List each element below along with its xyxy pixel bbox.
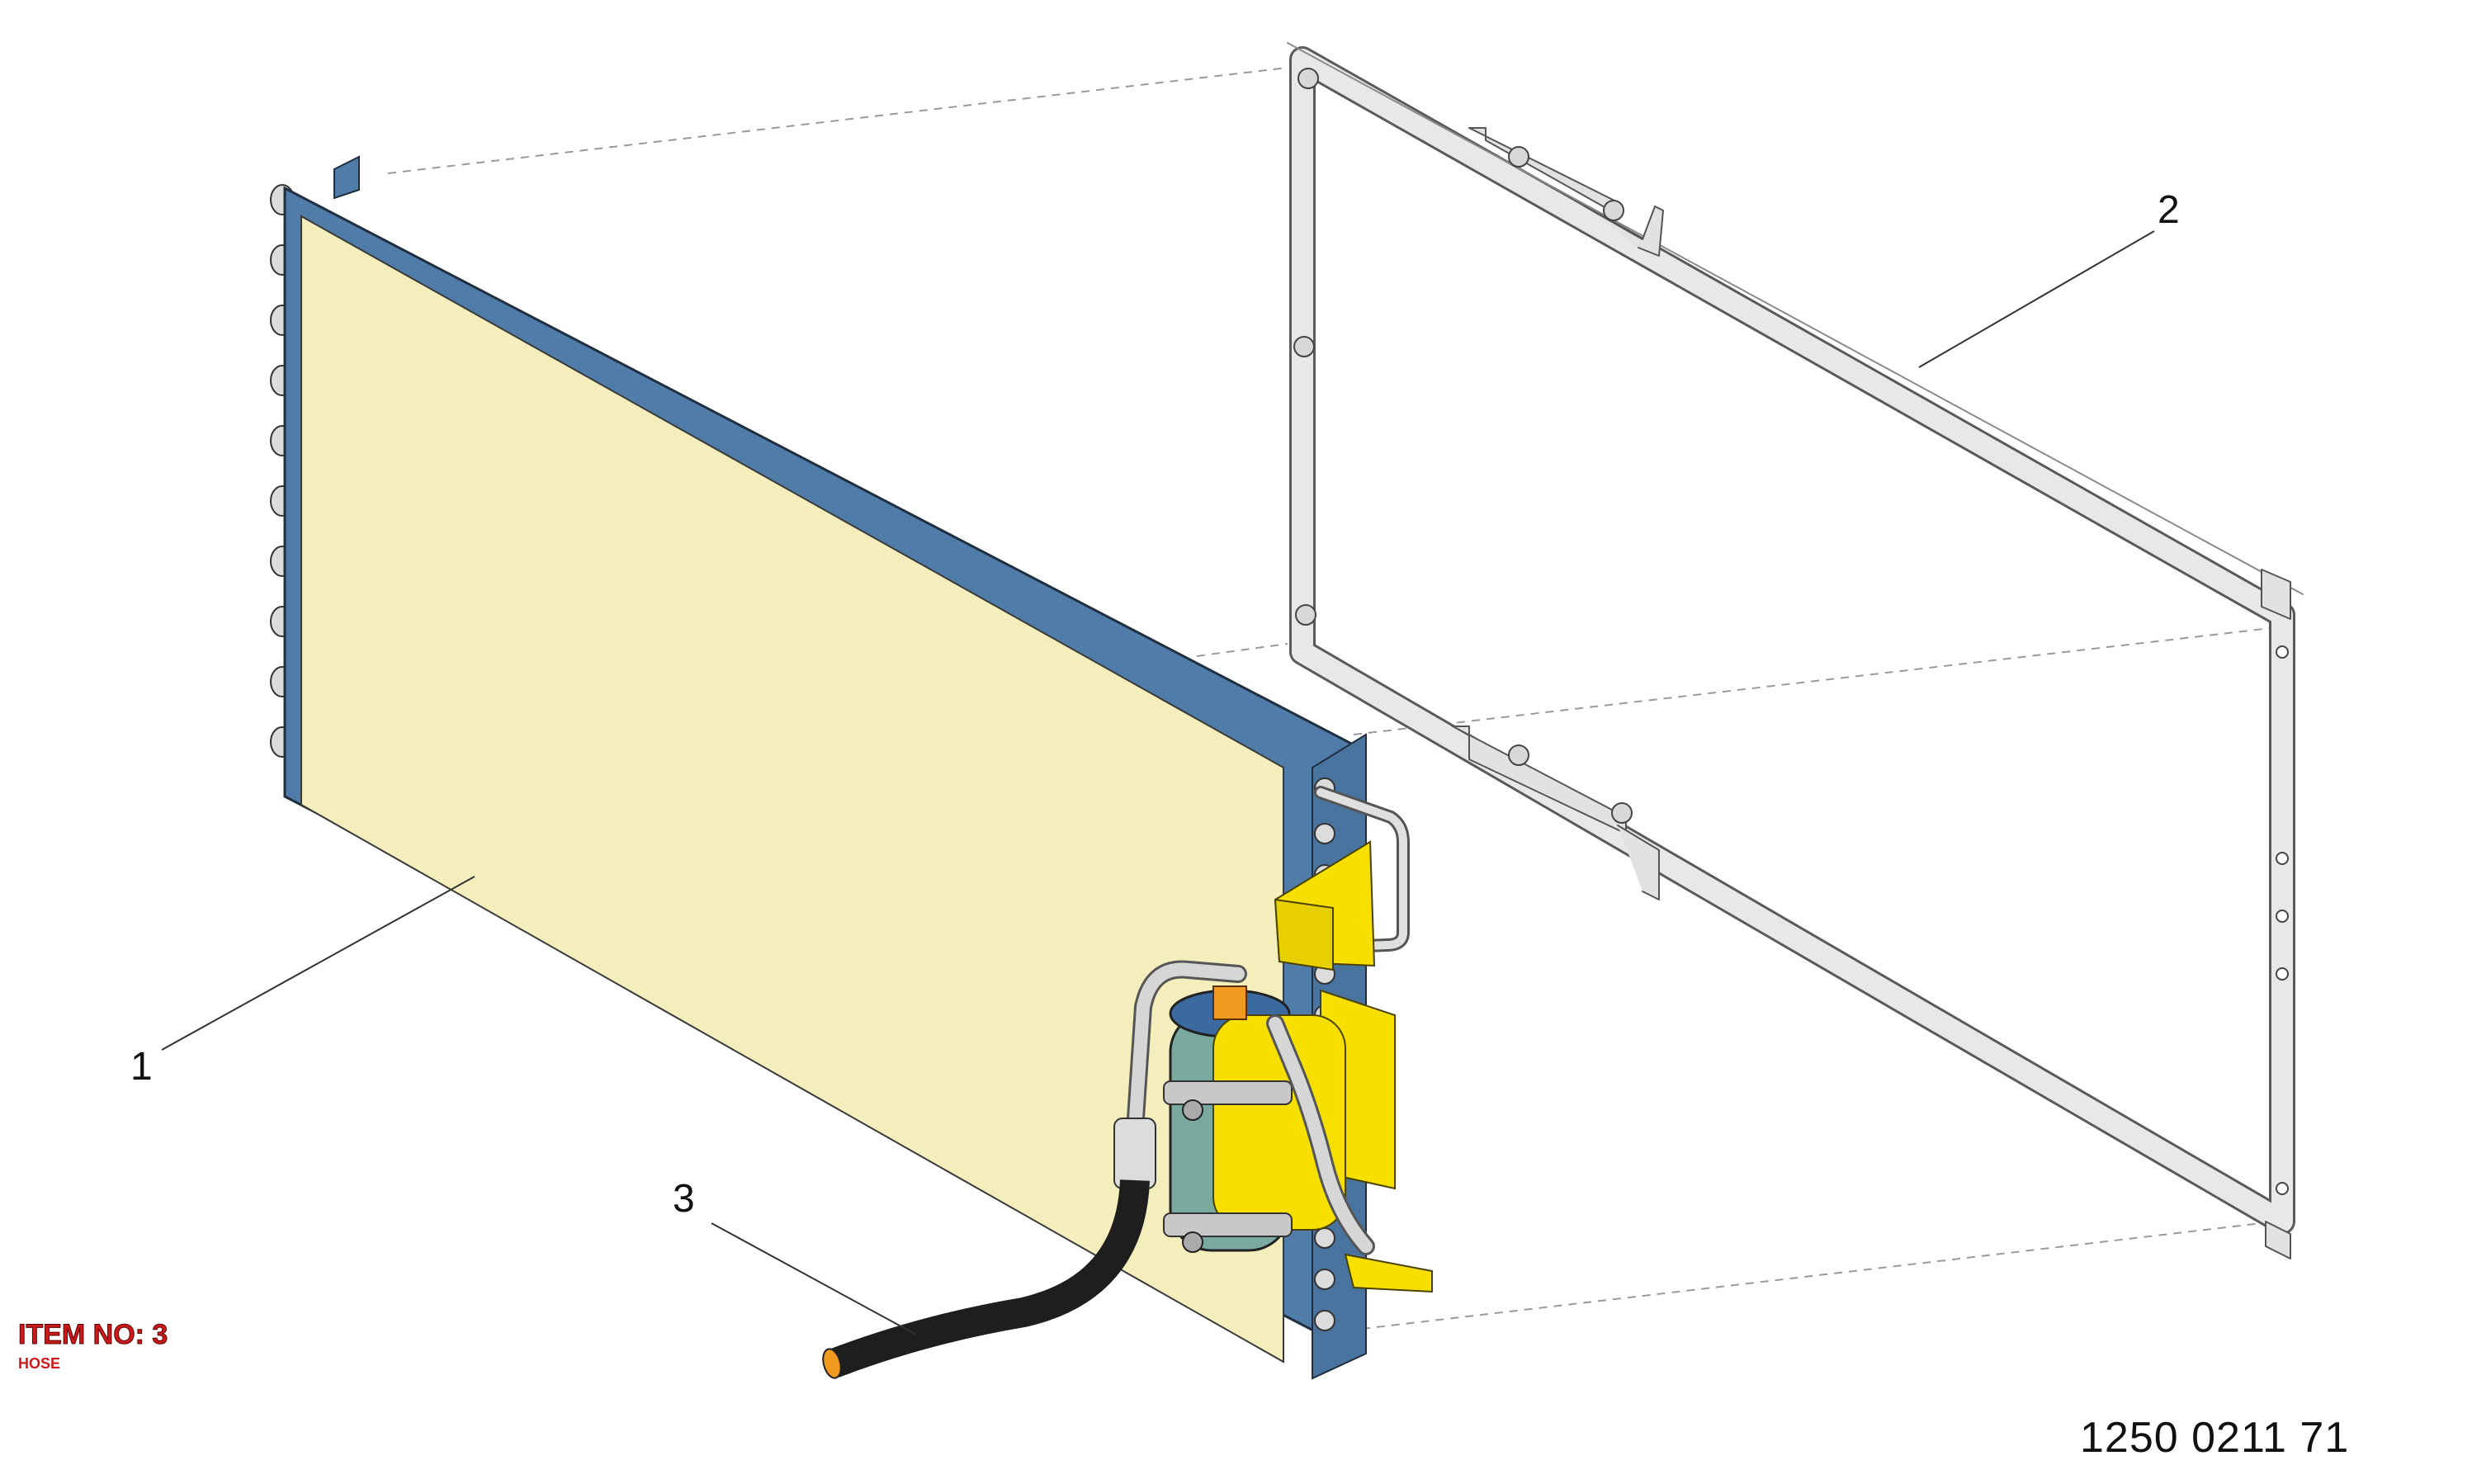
frame-holes (2276, 645, 2289, 1195)
hose (822, 1179, 1150, 1379)
callout-3: 3 (673, 1177, 695, 1221)
alignment-lines (387, 67, 2279, 1330)
item-description: HOSE (18, 1355, 61, 1372)
leader-lines (161, 230, 2155, 1335)
mounting-frame (1287, 42, 2304, 1260)
hose-crimp-fitting (1113, 1118, 1156, 1189)
callout-2: 2 (2158, 188, 2180, 232)
drawing-part-number: 1250 0211 71 (2080, 1414, 2350, 1462)
frame-bolts (1293, 68, 1633, 824)
callout-1: 1 (130, 1045, 153, 1089)
receiver-drier (1163, 985, 1346, 1253)
item-number-label: ITEM NO: 3 (17, 1319, 168, 1351)
